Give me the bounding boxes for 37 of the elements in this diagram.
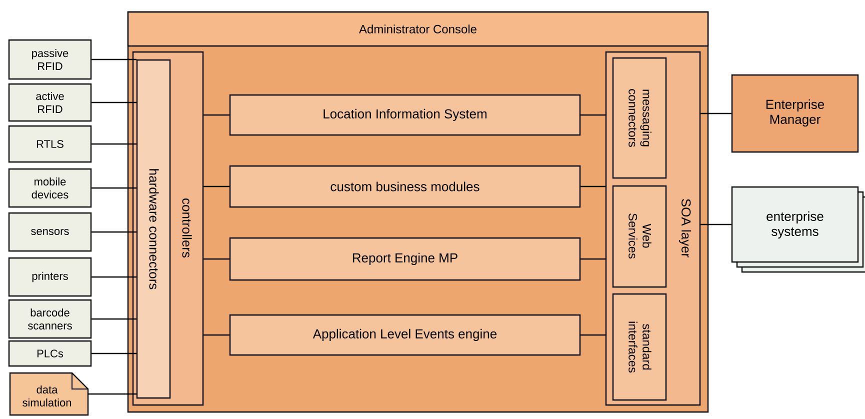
module-box: Location Information System [229, 94, 581, 136]
connector-line [92, 58, 136, 60]
connector-line [92, 143, 136, 145]
connector-line [204, 114, 230, 116]
connector-line [92, 352, 136, 354]
connector-line [700, 224, 732, 226]
module-box: Application Level Events engine [229, 314, 581, 356]
module-box: custom business modules [229, 165, 581, 208]
stacked-box: enterprise systems [731, 186, 865, 273]
connector-line [700, 112, 732, 114]
interface-box: standard interfaces [612, 293, 667, 401]
connector-line [580, 186, 606, 188]
device-box: mobile devices [8, 168, 92, 208]
connector-line [580, 114, 606, 116]
connector-line [580, 258, 606, 260]
connector-line [204, 258, 230, 260]
connector-line [92, 276, 136, 278]
module-box: Report Engine MP [229, 237, 581, 281]
device-box: active RFID [8, 83, 92, 122]
connector-line [204, 186, 230, 188]
process-box: Enterprise Manager [731, 74, 859, 153]
connector-line [88, 393, 136, 395]
device-box: printers [8, 257, 92, 297]
connector-line [204, 334, 230, 336]
device-box: barcode scanners [8, 299, 92, 339]
connector-line [92, 231, 136, 233]
device-box: PLCs [8, 340, 92, 367]
connector-line [92, 102, 136, 104]
connector-box: hardware connectors [136, 59, 171, 399]
interface-box: Web Services [612, 185, 667, 288]
connector-line [580, 334, 606, 336]
connector-line [92, 318, 136, 320]
device-box: passive RFID [8, 39, 92, 80]
interface-box: messaging connectors [612, 57, 667, 179]
connector-line [92, 187, 136, 189]
device-box: sensors [8, 212, 92, 252]
device-box: RTLS [8, 125, 92, 163]
